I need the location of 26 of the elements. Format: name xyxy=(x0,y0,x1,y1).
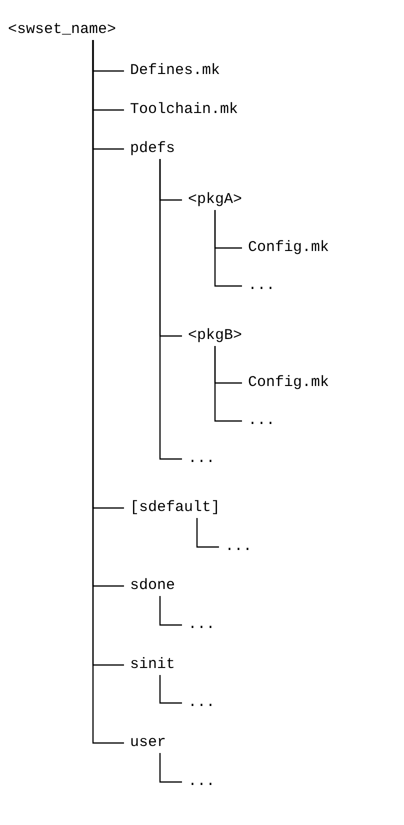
tree-connector xyxy=(214,210,242,287)
tree-connector xyxy=(159,159,182,460)
root-folder-name: <swset_name> xyxy=(8,20,116,40)
folder-name: user xyxy=(130,733,166,753)
folder-name: [sdefault] xyxy=(130,498,220,518)
file-name: ... xyxy=(225,537,252,557)
tree-connector xyxy=(196,518,219,548)
file-name: ... xyxy=(248,411,276,431)
file-name: Config.mk xyxy=(248,373,330,393)
folder-name: sinit xyxy=(130,655,176,675)
file-name: ... xyxy=(188,615,216,635)
folder-name: <pkgA> xyxy=(188,190,242,210)
tree-connector xyxy=(214,346,242,422)
file-name: Defines.mk xyxy=(130,61,220,81)
tree-connector xyxy=(159,675,182,704)
file-name: ... xyxy=(248,276,276,296)
file-name: Toolchain.mk xyxy=(130,100,238,120)
folder-name: pdefs xyxy=(130,139,176,159)
file-name: ... xyxy=(188,772,216,792)
file-name: ... xyxy=(188,693,216,713)
tree-connector xyxy=(159,753,182,783)
folder-name: <pkgB> xyxy=(188,326,242,346)
folder-name: sdone xyxy=(130,576,176,596)
file-name: Config.mk xyxy=(248,238,330,258)
tree-connector xyxy=(159,596,182,626)
file-name: ... xyxy=(188,449,216,469)
